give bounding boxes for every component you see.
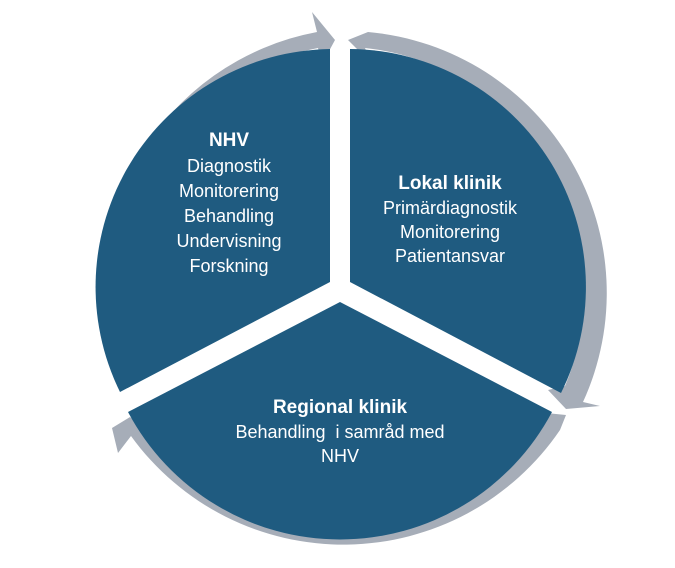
segment-regional-klinik-line-2: NHV [321,446,359,466]
segment-nhv [95,49,330,392]
segment-nhv-line-5: Forskning [189,256,268,276]
segment-nhv-line-1: Diagnostik [187,156,272,176]
segment-regional-klinik-line-1: Behandling i samråd med [235,422,444,442]
segment-nhv-line-2: Monitorering [179,181,279,201]
segment-regional-klinik-title: Regional klinik [273,397,408,418]
segment-nhv-line-3: Behandling [184,206,274,226]
cycle-arrow-right [348,32,607,409]
cycle-segments [95,49,586,540]
segment-regional-klinik [128,302,552,540]
segment-lokal-klinik-line-2: Monitorering [400,222,500,242]
segment-regional-klinik-text: Regional klinik Behandling i samråd med … [235,397,444,466]
segment-lokal-klinik-title: Lokal klinik [398,173,502,194]
segment-lokal-klinik-text: Lokal klinik Primärdiagnostik Monitoreri… [383,173,518,266]
segment-lokal-klinik-line-3: Patientansvar [395,246,505,266]
segment-nhv-line-4: Undervisning [176,231,281,251]
segment-nhv-text: NHV Diagnostik Monitorering Behandling U… [176,130,281,276]
segment-lokal-klinik-line-1: Primärdiagnostik [383,198,518,218]
segment-nhv-title: NHV [209,130,249,151]
segment-lokal-klinik [350,49,586,393]
